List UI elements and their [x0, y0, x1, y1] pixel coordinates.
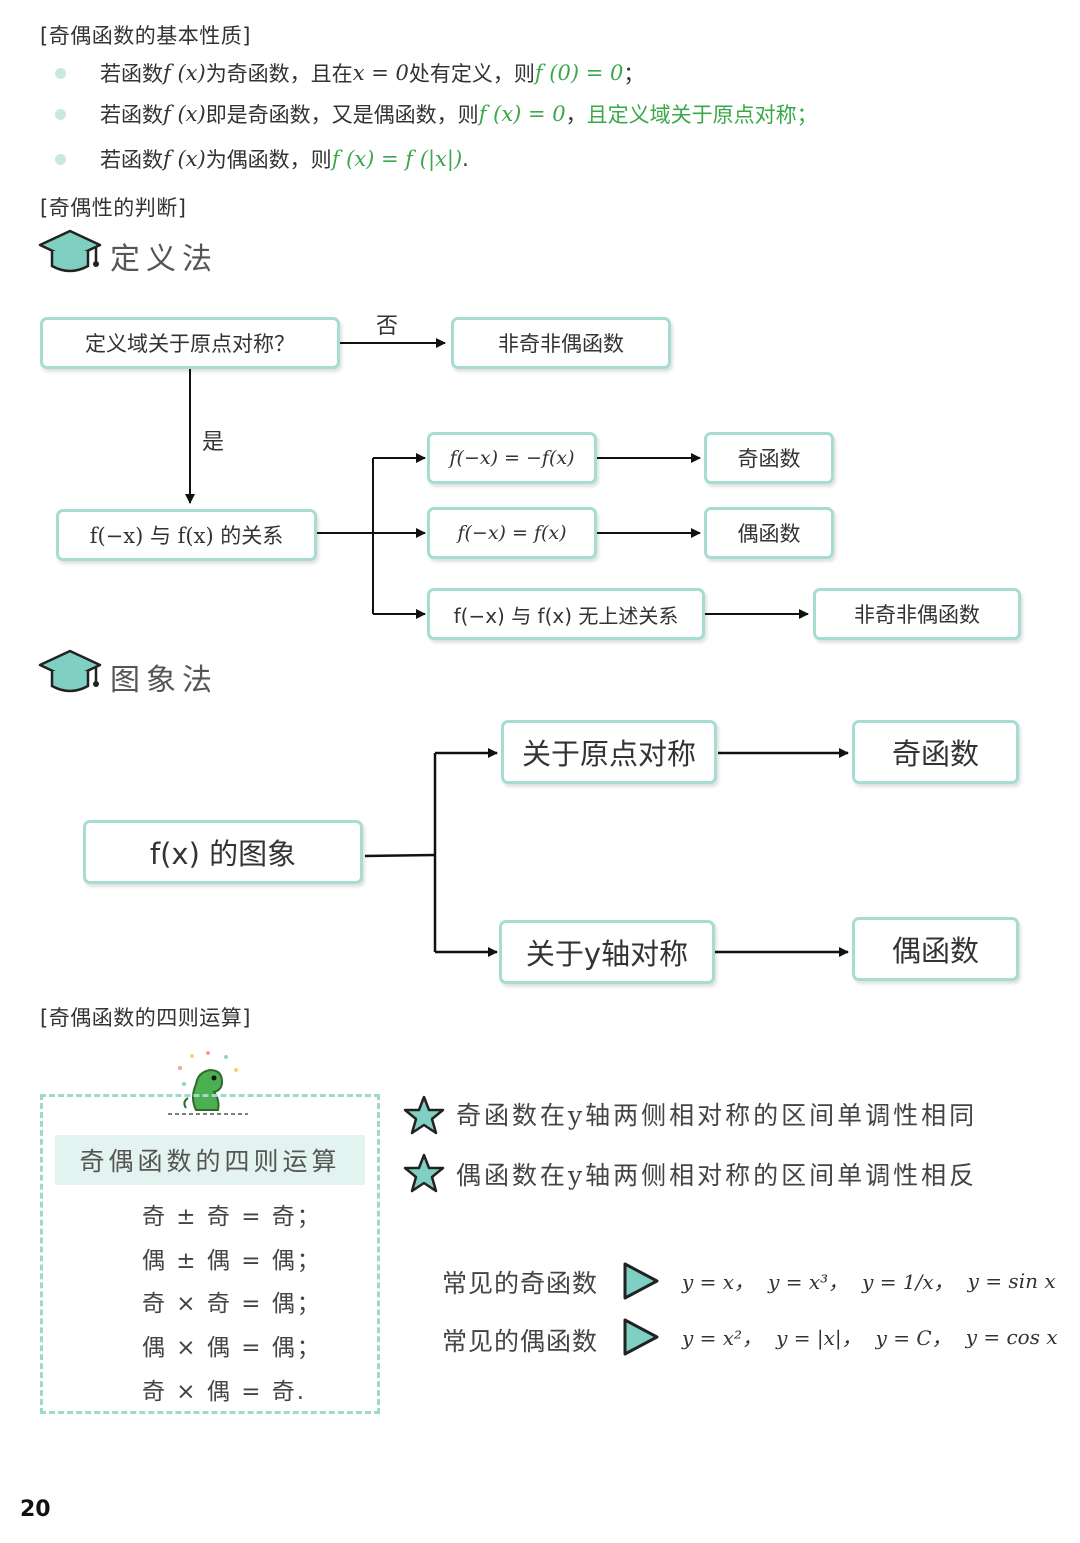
- flow-relation-text: f(−x) 与 f(x) 的关系: [89, 524, 284, 548]
- flow-neither-text: 非奇非偶函数: [498, 332, 624, 356]
- section-title-basic: [奇偶函数的基本性质]: [40, 24, 251, 48]
- math: f (x): [163, 102, 206, 126]
- math-result: f (x) = 0: [478, 102, 566, 126]
- flow-case-none-text: f(−x) 与 f(x) 无上述关系: [453, 603, 679, 628]
- graph-result-even-box: 偶函数: [852, 917, 1019, 981]
- graph-origin-text: 关于原点对称: [521, 737, 696, 771]
- flow-result-odd-text: 奇函数: [737, 447, 801, 471]
- ops-line: 奇 × 偶 = 奇.: [142, 1379, 307, 1405]
- ops-title-text: 奇偶函数的四则运算: [79, 1147, 341, 1176]
- bullet-item-2: 若函数 f (x) 即是奇函数，又是偶函数，则 f (x) = 0 ， 且定义域…: [55, 99, 818, 129]
- formula: y = x³，: [768, 1270, 849, 1294]
- graduation-cap-icon: [38, 649, 102, 693]
- formula: y = C，: [875, 1326, 952, 1350]
- flow-case-odd-text: f(−x) = −f(x): [449, 447, 575, 469]
- common-even-label: 常见的偶函数: [442, 1327, 599, 1356]
- text: 若函数: [100, 62, 163, 86]
- ops-line: 偶 × 偶 = 偶；: [142, 1335, 322, 1361]
- flow-case-odd-box: f(−x) = −f(x): [427, 432, 597, 484]
- text: 若函数: [100, 148, 163, 172]
- flow-result-odd-box: 奇函数: [704, 432, 834, 484]
- formula: y = |x|，: [776, 1326, 862, 1350]
- text: 即是奇函数，又是偶函数，则: [205, 103, 479, 127]
- text: ；: [623, 62, 645, 86]
- star-icon: [403, 1095, 445, 1135]
- note-odd-monotonic: 奇函数在y轴两侧相对称的区间单调性相同: [456, 1101, 978, 1130]
- star-icon: [403, 1153, 445, 1193]
- flow-result-neither-box: 非奇非偶函数: [813, 588, 1021, 640]
- text: 处有定义，则: [408, 62, 535, 86]
- formula: y = x²，: [682, 1326, 763, 1350]
- text-extra: 且定义域关于原点对称；: [586, 103, 818, 127]
- flow-result-neither-text: 非奇非偶函数: [854, 603, 980, 627]
- flow-question-text: 定义域关于原点对称？: [85, 332, 295, 356]
- math: x = 0: [352, 61, 409, 85]
- graph-yaxis-box: 关于y轴对称: [499, 920, 715, 984]
- graduation-cap-icon: [38, 229, 102, 273]
- ops-line: 偶 ± 偶 = 偶；: [142, 1248, 322, 1274]
- play-triangle-icon: [623, 1318, 659, 1356]
- flow-question-box: 定义域关于原点对称？: [40, 317, 340, 369]
- flow-result-even-box: 偶函数: [704, 507, 834, 559]
- section-title-ops: [奇偶函数的四则运算]: [40, 1006, 251, 1030]
- common-odd-label: 常见的奇函数: [442, 1269, 599, 1298]
- flow-neither-box-top: 非奇非偶函数: [451, 317, 671, 369]
- flow-case-even-box: f(−x) = f(x): [427, 507, 597, 559]
- graph-source-box: f(x) 的图象: [83, 820, 363, 884]
- label-yes: 是: [202, 430, 225, 455]
- graph-result-odd-box: 奇函数: [852, 720, 1019, 784]
- label-no: 否: [376, 314, 399, 339]
- formula: y = sin x: [967, 1268, 1056, 1293]
- flow-case-even-text: f(−x) = f(x): [457, 522, 567, 544]
- text: 若函数: [100, 103, 163, 127]
- flow-relation-box: f(−x) 与 f(x) 的关系: [56, 509, 317, 561]
- text: 为奇函数，且在: [205, 62, 353, 86]
- play-triangle-icon: [623, 1262, 659, 1300]
- text: .: [462, 147, 469, 171]
- bullet-item-1: 若函数 f (x) 为奇函数，且在 x = 0 处有定义，则 f (0) = 0…: [55, 58, 644, 88]
- method-graph-title: 图象法: [110, 663, 218, 698]
- bullet-dot: [55, 67, 66, 79]
- math: f (x): [163, 147, 206, 171]
- ops-frame: [40, 1094, 380, 1414]
- formula: y = cos x: [965, 1324, 1058, 1349]
- bullet-dot: [55, 108, 66, 120]
- ops-line: 奇 ± 奇 = 奇；: [142, 1204, 322, 1230]
- graph-result-even-text: 偶函数: [891, 934, 979, 968]
- page-number: 20: [20, 1497, 51, 1522]
- section-title-judge: [奇偶性的判断]: [40, 196, 187, 220]
- ops-line: 奇 × 奇 = 偶；: [142, 1291, 322, 1317]
- flow-result-even-text: 偶函数: [737, 522, 801, 546]
- text: ，: [565, 103, 587, 127]
- common-even-formulas: y = x²， y = |x|， y = C， y = cos x: [682, 1322, 1058, 1351]
- graph-source-text: f(x) 的图象: [149, 837, 297, 871]
- note-even-monotonic: 偶函数在y轴两侧相对称的区间单调性相反: [456, 1161, 978, 1190]
- text: 为偶函数，则: [205, 148, 332, 172]
- graph-yaxis-text: 关于y轴对称: [525, 937, 689, 971]
- math: f (x): [163, 61, 206, 85]
- formula: y = 1/x，: [862, 1270, 954, 1294]
- method-definition-title: 定义法: [110, 242, 218, 277]
- flow-case-none-box: f(−x) 与 f(x) 无上述关系: [427, 588, 705, 640]
- graph-result-odd-text: 奇函数: [891, 737, 979, 771]
- bullet-dot: [55, 153, 66, 165]
- formula: y = x，: [682, 1270, 755, 1294]
- math-result: f (0) = 0: [534, 61, 624, 85]
- ops-title-banner: 奇偶函数的四则运算: [55, 1135, 365, 1185]
- math-result: f (x) = f (|x|): [331, 147, 463, 171]
- common-odd-formulas: y = x， y = x³， y = 1/x， y = sin x: [682, 1266, 1056, 1295]
- graph-origin-box: 关于原点对称: [501, 720, 717, 784]
- bullet-item-3: 若函数 f (x) 为偶函数，则 f (x) = f (|x|) .: [55, 144, 469, 174]
